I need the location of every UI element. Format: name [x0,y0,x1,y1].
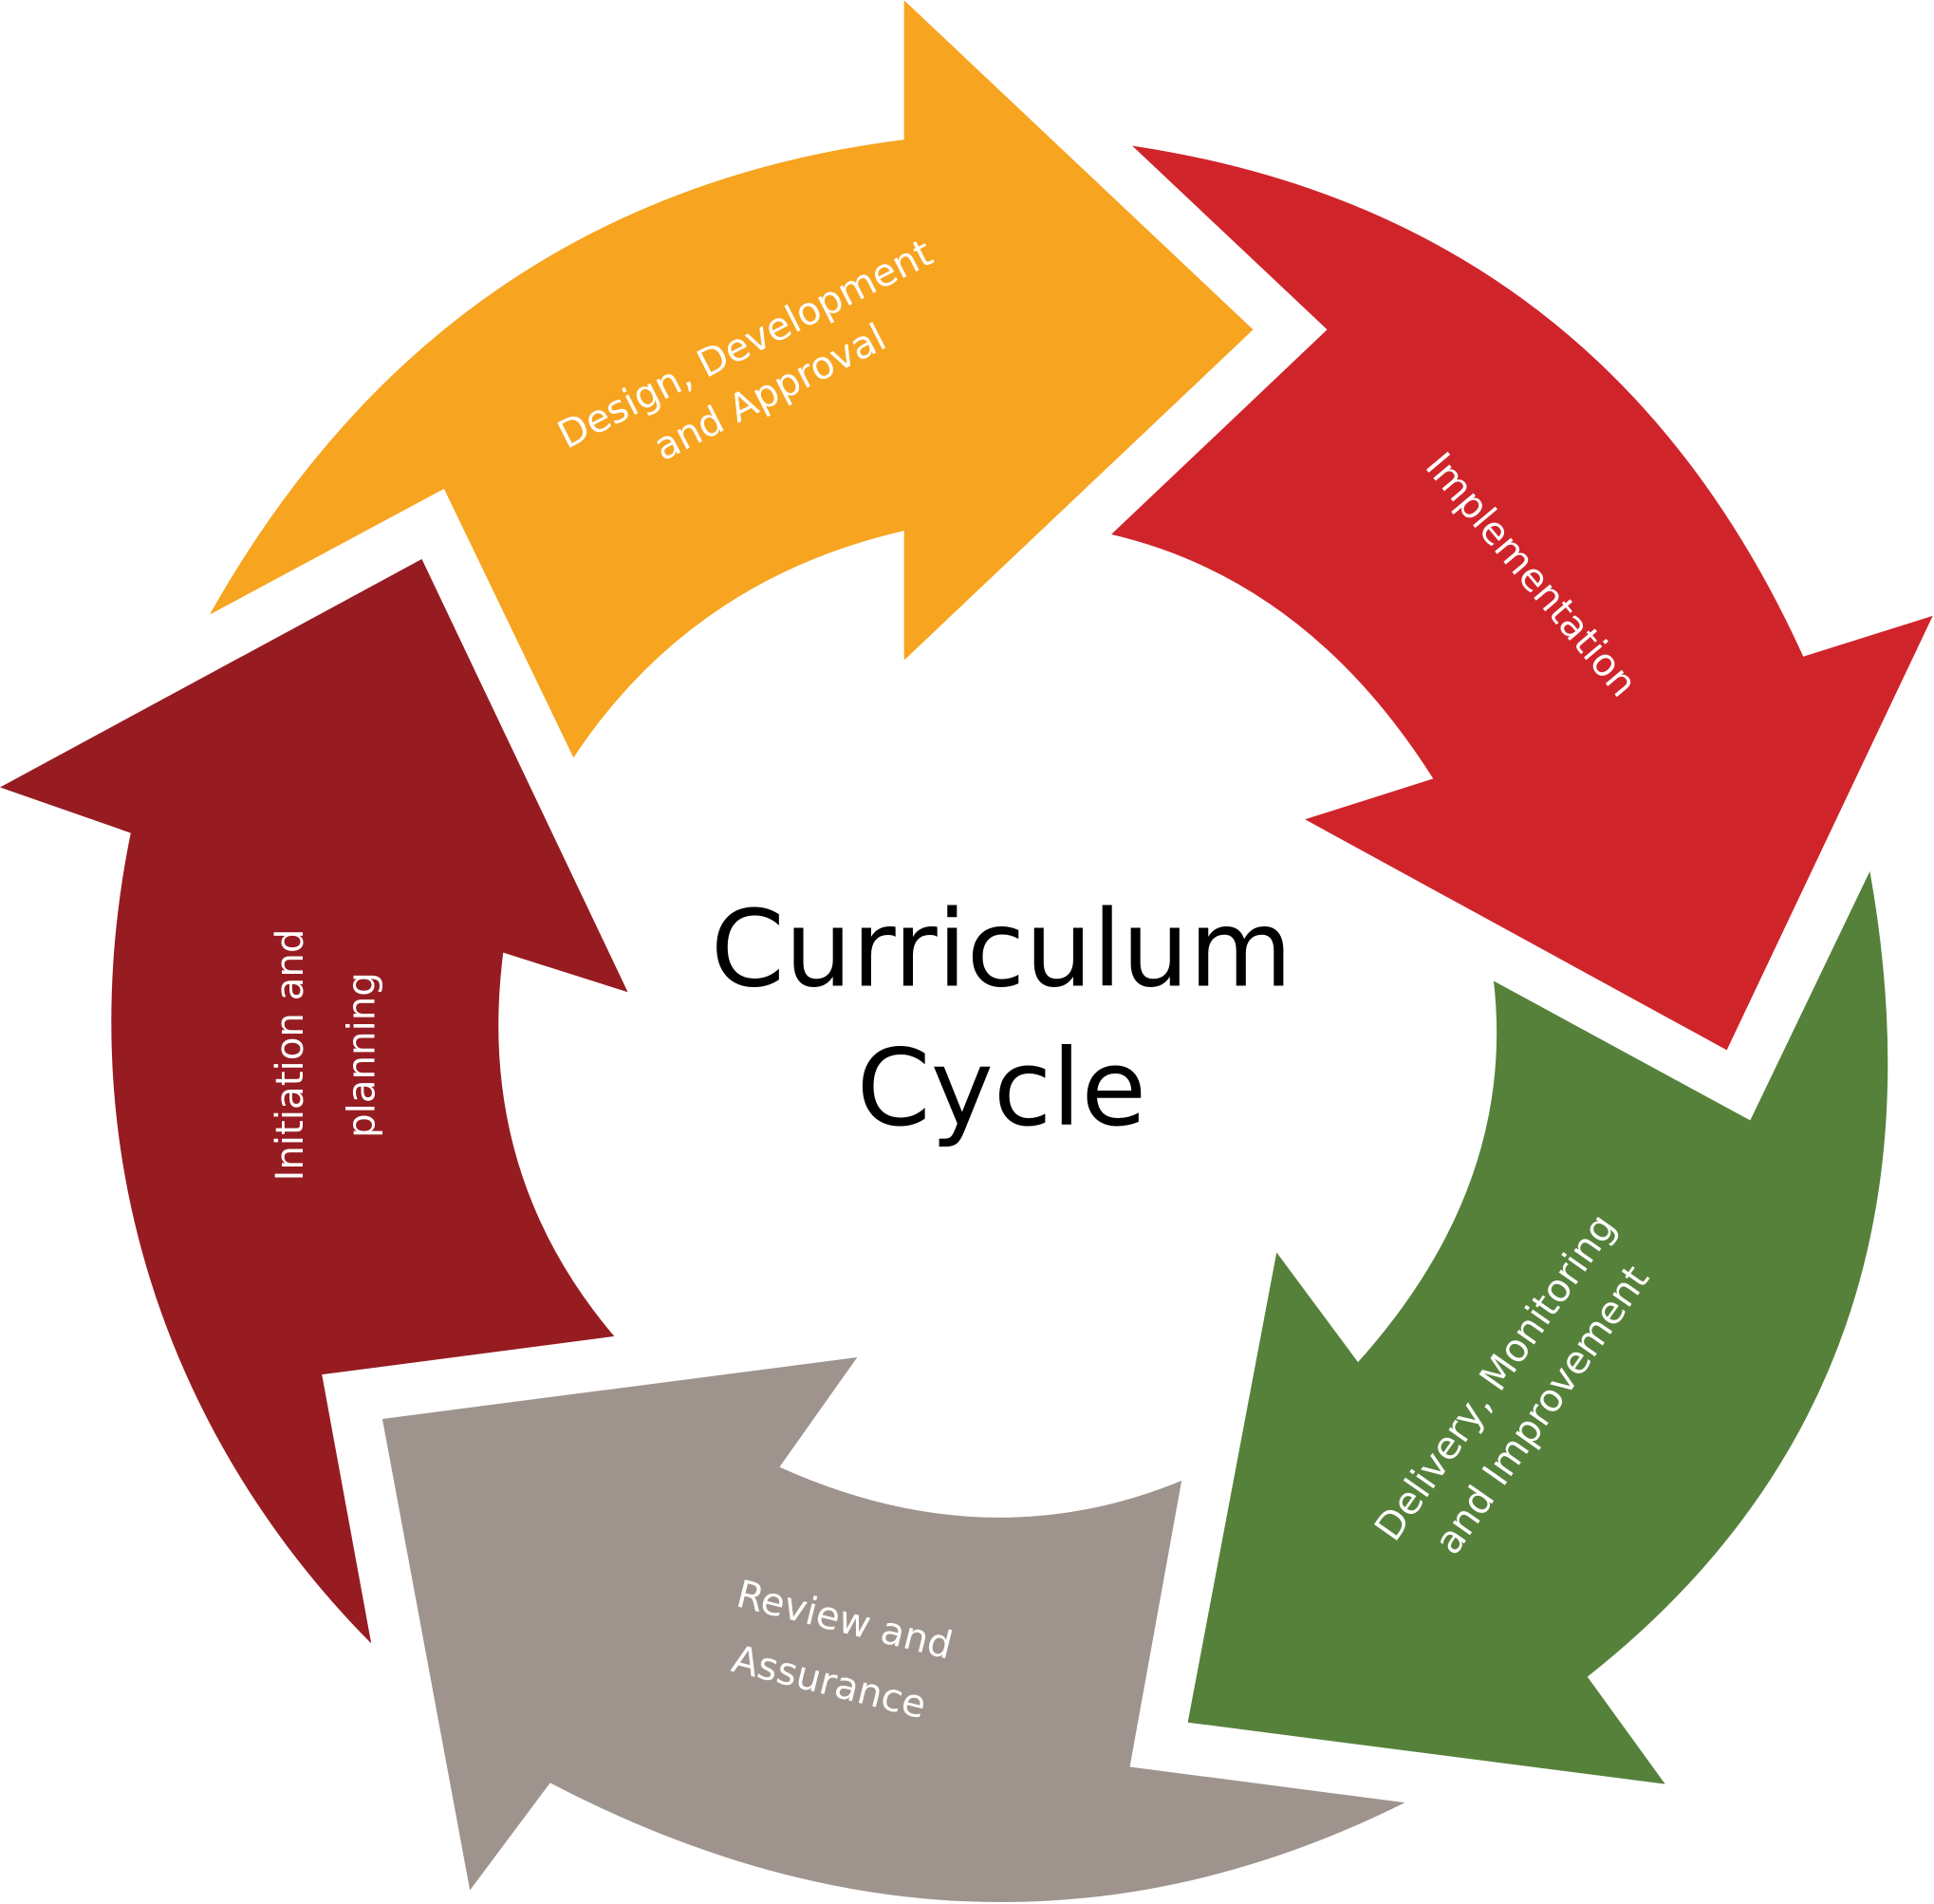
label-initiation-line2: planning [339,972,383,1138]
title-line2: Cycle [857,1027,1146,1150]
title-line1: Curriculum [711,887,1292,1011]
arrow-delivery [1187,870,1888,1784]
arrow-initiation [0,559,628,1644]
arrow-review [381,1356,1405,1903]
label-initiation: Initiation and planning [268,929,383,1182]
arrow-implementation [1111,145,1933,1051]
arrow-design [209,0,1254,758]
label-initiation-line1: Initiation and [268,929,312,1182]
